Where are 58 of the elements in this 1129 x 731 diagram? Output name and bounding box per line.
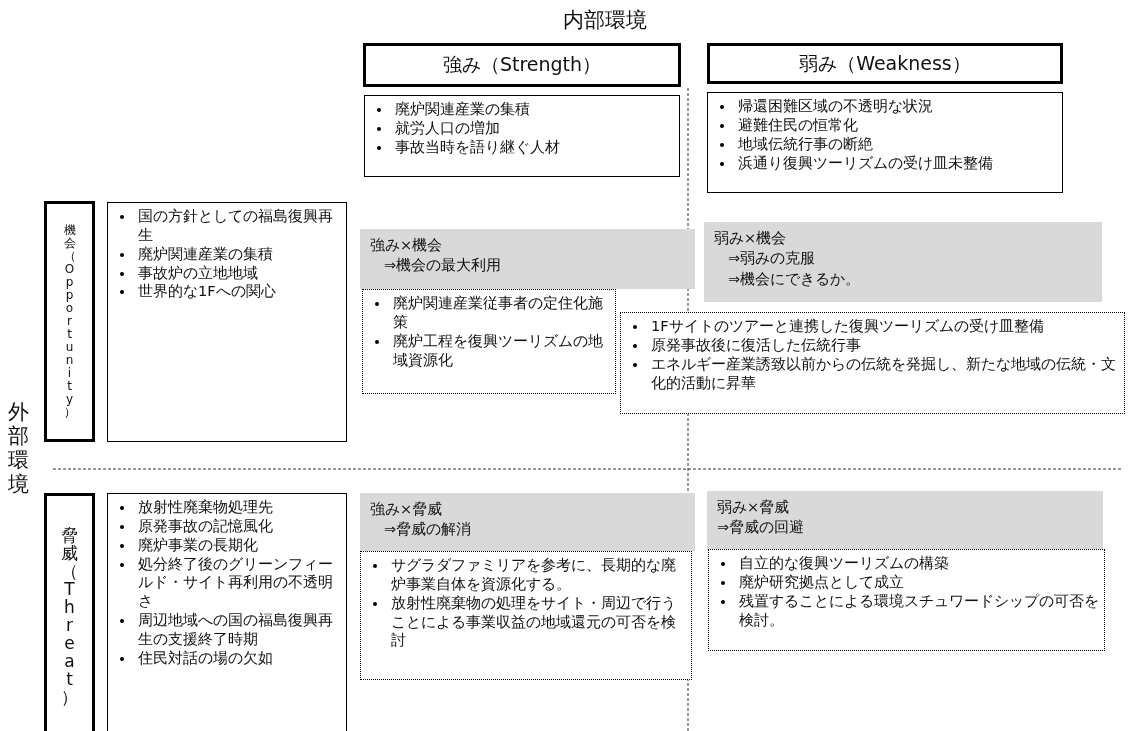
strategy-text: ⇒機会にできるか。	[727, 269, 862, 289]
list-box	[107, 493, 347, 731]
strategy-box	[360, 493, 695, 551]
heading-text: 弱み（Weakness）	[799, 50, 971, 76]
strategy-text: ⇒脅威の回避	[717, 518, 806, 538]
category-box	[44, 201, 95, 442]
list-box	[107, 202, 347, 442]
category-box	[44, 493, 95, 731]
list-box	[620, 312, 1125, 414]
list-item: 廃炉事業の長期化	[138, 536, 258, 553]
header-box	[363, 43, 681, 87]
list-box	[708, 549, 1105, 651]
list-box	[364, 95, 680, 177]
list-item: 帰還困難区域の不透明な状況	[738, 98, 933, 114]
list-item: エネルギー産業誘致以前からの伝統を発掘し、新たな地域の伝統・文化的活動に昇華	[651, 355, 1116, 391]
list-box	[360, 551, 692, 680]
list-item: 処分終了後のグリーンフィールド・サイト再利用の不透明さ	[138, 555, 333, 610]
list-item: 原発事故の記憶風化	[138, 517, 273, 534]
axis-label: 内部環境	[563, 7, 647, 34]
list-item: 住民対話の場の欠如	[138, 649, 273, 666]
list-item: 廃炉研究拠点として成立	[739, 573, 904, 590]
strategy-text: ⇒弱みの克服	[727, 249, 817, 269]
list-item: 浜通り復興ツーリズムの受け皿未整備	[738, 154, 993, 171]
list-item: 世界的な1Fへの関心	[138, 283, 276, 300]
header-box	[707, 43, 1063, 84]
strategy-text: 弱み×脅威	[717, 498, 791, 517]
list-item: 事故炉の立地地域	[138, 264, 258, 281]
list-item: 放射性廃棄物の処理をサイト・周辺で行うことによる事業収益の地域還元の可否を検討	[391, 594, 676, 649]
strategy-text: 強み×脅威	[370, 500, 444, 519]
list-item: 1Fサイトのツアーと連携した復興ツーリズムの受け皿整備	[651, 318, 1044, 334]
list-box	[707, 92, 1063, 193]
strategy-text: ⇒脅威の解消	[383, 520, 473, 540]
strategy-box	[704, 222, 1102, 302]
axis-label: 外部環境	[8, 400, 29, 496]
list-item: 国の方針としての福島復興再生	[138, 208, 333, 243]
list-item: 廃炉関連産業の集積	[395, 101, 530, 117]
list-item: 事故当時を語り継ぐ人材	[395, 138, 560, 155]
list-box	[362, 289, 616, 394]
strategy-text: ⇒機会の最大利用	[383, 256, 503, 276]
heading-text: 機会（Opportunity）	[63, 224, 76, 419]
list-item: 廃炉関連産業従事者の定住化施策	[393, 295, 603, 330]
list-item: 周辺地域への国の福島復興再生の支援終了時期	[138, 612, 333, 647]
strategy-text: 弱み×機会	[714, 229, 788, 248]
strategy-text: 強み×機会	[370, 236, 444, 255]
list-item: サグラダファミリアを参考に、長期的な廃炉事業自体を資源化する。	[391, 557, 676, 592]
strategy-box	[707, 491, 1103, 549]
list-item: 廃炉関連産業の集積	[138, 245, 273, 262]
list-item: 地域伝統行事の断絶	[738, 135, 873, 152]
strategy-box	[360, 229, 695, 289]
list-item: 放射性廃棄物処理先	[138, 499, 273, 515]
list-item: 自立的な復興ツーリズムの構築	[739, 555, 949, 571]
heading-text: 脅威（Threat）	[61, 525, 78, 706]
list-item: 避難住民の恒常化	[738, 116, 858, 133]
list-item: 就労人口の増加	[395, 119, 500, 136]
list-item: 廃炉工程を復興ツーリズムの地域資源化	[393, 332, 603, 368]
list-item: 残置することによる環境スチュワードシップの可否を検討。	[739, 592, 1099, 628]
list-item: 原発事故後に復活した伝統行事	[651, 336, 861, 353]
heading-text: 強み（Strength）	[442, 52, 602, 77]
